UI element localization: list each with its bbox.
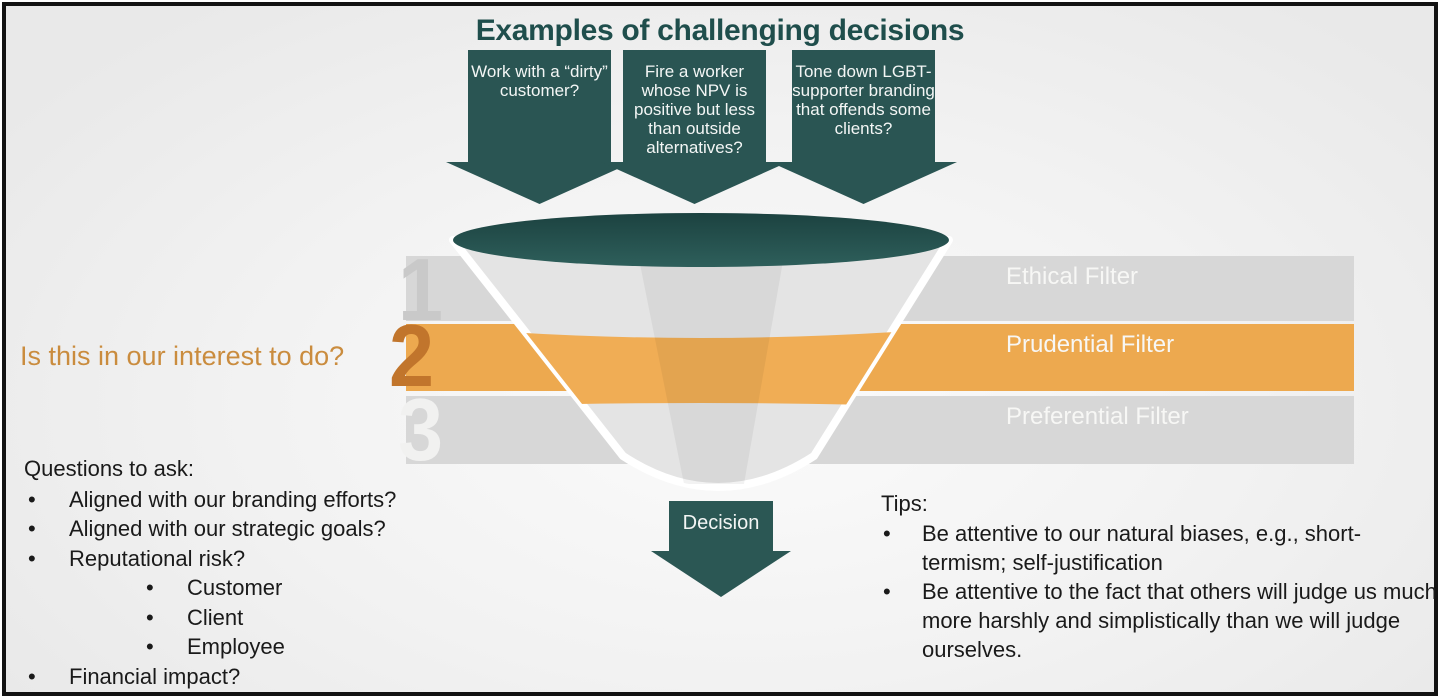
list-item: Be attentive to the fact that others wil… — [881, 577, 1437, 664]
questions-heading: Questions to ask: — [24, 456, 194, 481]
list-item: Reputational risk? Customer Client Emplo… — [24, 544, 494, 662]
list-item: Aligned with our strategic goals? — [24, 514, 494, 544]
down-arrow-icon — [601, 50, 788, 204]
list-item: Aligned with our branding efforts? — [24, 485, 494, 515]
filter-number-1: 1 — [398, 240, 444, 339]
challenge-arrow-label: Work with a “dirty” customer? — [471, 62, 608, 100]
down-arrow-icon — [446, 50, 633, 204]
filter-bar-preferential: Preferential Filter — [406, 396, 1354, 464]
list-item-label: Reputational risk? — [69, 545, 246, 571]
list-item: Client — [142, 603, 494, 633]
filter-label: Preferential Filter — [1006, 403, 1189, 430]
tips-list: Be attentive to our natural biases, e.g.… — [881, 519, 1437, 664]
filter-label: Ethical Filter — [1006, 263, 1139, 290]
questions-block: Questions to ask: Aligned with our brand… — [24, 454, 494, 691]
questions-sublist: Customer Client Employee — [69, 573, 494, 662]
page-title: Examples of challenging decisions — [475, 14, 965, 47]
challenge-arrow-fire-worker: Fire a worker whose NPV is positive but … — [601, 50, 788, 205]
challenge-arrow-label: Tone down LGBT- supporter branding that … — [792, 62, 935, 138]
list-item: Be attentive to our natural biases, e.g.… — [881, 519, 1437, 577]
decision-label: Decision — [682, 512, 760, 534]
questions-list: Aligned with our branding efforts? Align… — [24, 485, 494, 692]
challenge-arrow-label: Fire a worker whose NPV is positive but … — [634, 62, 755, 157]
tips-heading: Tips: — [881, 491, 928, 516]
tips-block: Tips: Be attentive to our natural biases… — [881, 489, 1437, 664]
filter-label: Prudential Filter — [1006, 331, 1175, 358]
filter-number-3: 3 — [398, 380, 444, 479]
down-arrow-icon — [770, 50, 957, 204]
filter-bar-prudential: Prudential Filter — [406, 324, 1354, 391]
down-arrow-icon — [651, 501, 791, 597]
list-item: Financial impact? — [24, 662, 494, 692]
filter-number-2: 2 — [389, 306, 435, 405]
challenge-arrow-dirty-customer: Work with a “dirty” customer? — [446, 50, 633, 205]
filter-bar-ethical: Ethical Filter — [406, 256, 1354, 321]
side-question: Is this in our interest to do? — [20, 341, 345, 371]
decision-arrow: Decision — [646, 501, 796, 598]
challenge-arrow-lgbt-branding: Tone down LGBT- supporter branding that … — [770, 50, 957, 205]
list-item: Employee — [142, 632, 494, 662]
list-item: Customer — [142, 573, 494, 603]
